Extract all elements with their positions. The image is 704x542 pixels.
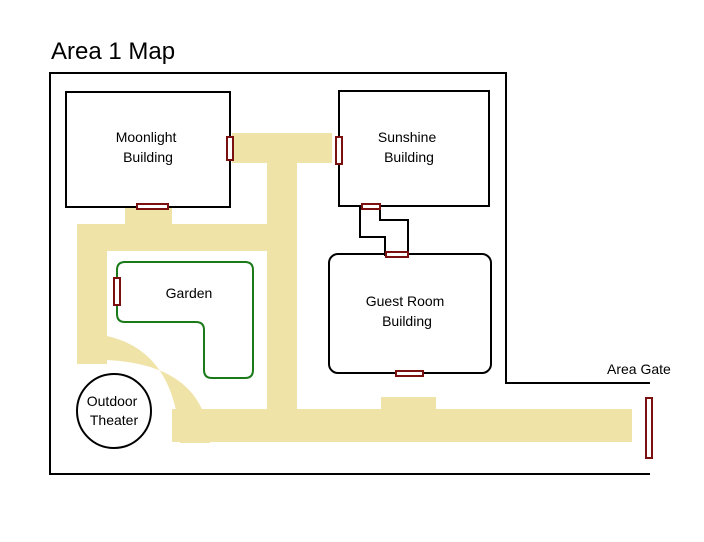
- map-title: Area 1 Map: [51, 38, 175, 65]
- sunshine-guest-connector-right: [379, 207, 409, 256]
- door-guest-south[interactable]: [395, 370, 424, 377]
- sunshine-building-label: Sunshine Building: [378, 129, 440, 165]
- walkway-horizontal-upper: [77, 224, 297, 251]
- door-garden-west[interactable]: [113, 277, 121, 306]
- walkway-bottom-main: [172, 409, 632, 442]
- sunshine-building[interactable]: [338, 90, 490, 207]
- door-sunshine-south[interactable]: [361, 203, 381, 210]
- moonlight-building[interactable]: [65, 91, 231, 208]
- door-moonlight-south[interactable]: [136, 203, 169, 210]
- walkway-moonlight-stub: [125, 207, 172, 227]
- outdoor-theater-label: Outdoor Theater: [87, 393, 141, 428]
- outdoor-theater[interactable]: [76, 373, 152, 449]
- walkway-guest-stub: [381, 397, 436, 413]
- walkways: [77, 133, 632, 443]
- garden-label: Garden: [166, 285, 213, 301]
- area-gate-label: Area Gate: [607, 361, 671, 377]
- sunshine-guest-connector: [359, 207, 386, 256]
- walkway-vertical-stem: [267, 133, 297, 423]
- area-gate-door[interactable]: [645, 397, 653, 459]
- moonlight-building-label: Moonlight Building: [116, 129, 181, 165]
- door-guest-north[interactable]: [385, 251, 409, 258]
- door-moonlight-east[interactable]: [226, 136, 234, 161]
- doors: [113, 136, 653, 459]
- area-boundary: [49, 72, 650, 475]
- garden[interactable]: [116, 261, 254, 379]
- door-sunshine-west[interactable]: [335, 136, 343, 165]
- guest-room-building-label: Guest Room Building: [366, 293, 448, 329]
